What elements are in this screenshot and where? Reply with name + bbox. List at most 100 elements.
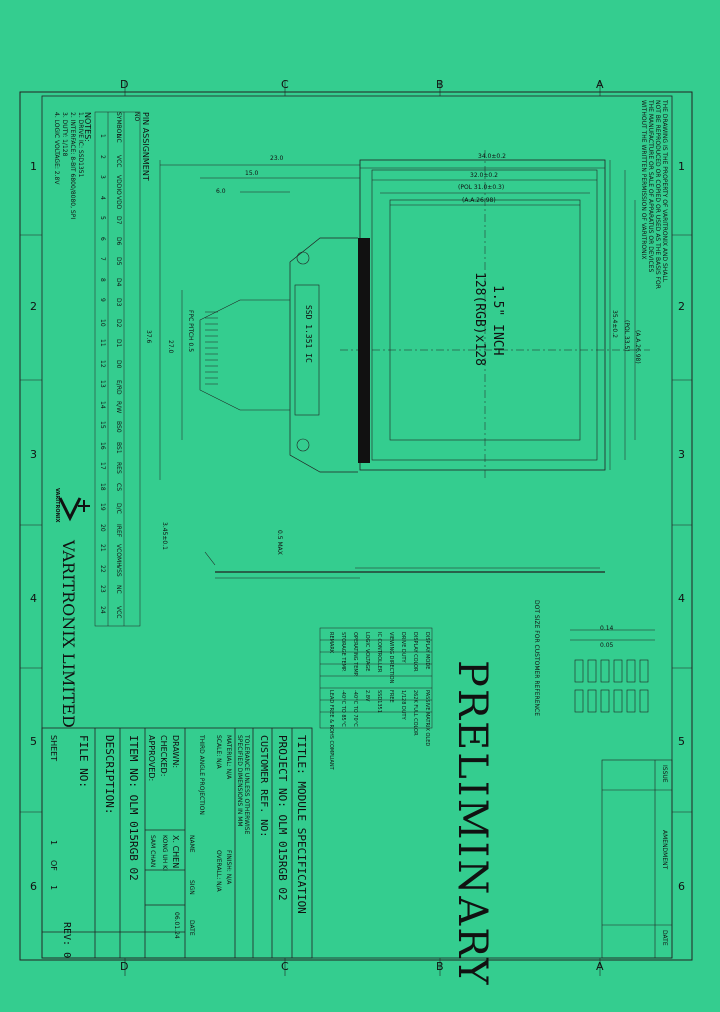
border-letter-bottom-b: B	[436, 960, 444, 973]
pin-number: 12	[99, 359, 106, 368]
title-block-sheet-total: 1	[49, 885, 58, 891]
notes-line-1: 1. DRIVE IC: SSD1351	[77, 112, 84, 178]
pin-number: 5	[99, 216, 106, 220]
border-number-right-1: 1	[678, 160, 685, 173]
title-block-checked-label: CHECKED:	[159, 735, 168, 777]
spec-value: LEAD FREE & ROHS COMPLIANT	[328, 690, 334, 770]
spec-value: -40°C TO 85°C	[340, 690, 346, 727]
company-name: VARITRONIX LIMITED	[59, 540, 78, 728]
revision-header-amendment: AMENDMENT	[661, 830, 668, 870]
pin-number: 16	[99, 441, 106, 450]
title-block-date-header: DATE	[188, 920, 195, 936]
pin-symbol: R/W	[115, 400, 122, 413]
spec-value: SSD1351	[376, 690, 382, 713]
border-number-right-5: 5	[678, 735, 685, 748]
title-block-sign-header: SIGN	[188, 880, 195, 895]
border-number-left-6: 6	[30, 880, 37, 893]
pin-symbol: NC	[115, 134, 122, 143]
title-block-drawn-by: X. CHEN	[171, 835, 180, 869]
spec-label: DISPLAY COLOR	[412, 632, 418, 672]
spec-value: 1/128 DUTY	[400, 690, 406, 720]
pin-symbol: E/RD	[115, 380, 122, 395]
pin-symbol: D6	[115, 236, 122, 245]
connector-strip	[358, 238, 370, 463]
pin-symbol: D7	[115, 216, 122, 225]
border-letter-bottom-a: A	[596, 960, 604, 973]
spec-label: STORAGE TEMP.	[340, 632, 346, 672]
pin-symbol: VDDIO	[115, 175, 122, 195]
pin-number: 7	[99, 257, 106, 261]
title-block-title: TITLE: MODULE SPECIFICATION	[295, 735, 308, 914]
dim-23: 23.0	[270, 155, 284, 162]
pin-symbol: IREF	[115, 523, 122, 537]
title-block-scale: SCALE: N/A	[215, 735, 222, 769]
pin-table-title: PIN ASSIGNMENT	[141, 112, 150, 181]
pin-symbol: BS1	[115, 441, 122, 454]
dim-aa-height: (A.A.26.98)	[634, 330, 641, 364]
company-brand: VARITRONIX	[54, 488, 60, 523]
spec-label: OPERATING TEMP.	[352, 632, 358, 677]
title-block-material: MATERIAL: N/A	[225, 735, 232, 780]
notes-line-2: 2. INTERFACE: 8-BIT 6800/8080, SPI	[69, 112, 76, 220]
spec-value: 2.8V	[364, 690, 370, 702]
pin-number: 8	[99, 277, 106, 282]
pin-number: 18	[99, 482, 106, 491]
pin-symbol: VCC	[115, 154, 122, 167]
dim-glass-width: 34.0±0.2	[478, 153, 506, 160]
spec-label: VIEWING DIRECTION	[388, 632, 394, 684]
pin-symbol: D4	[115, 277, 122, 286]
ic-label: SSD 1.351 IC	[304, 305, 313, 363]
dim-aa-width: (A.A.26.98)	[462, 197, 496, 204]
pin-symbol: VCOMH	[115, 544, 122, 567]
outer-frame	[19, 91, 693, 961]
pin-number: 10	[99, 318, 106, 327]
pin-number: 11	[99, 339, 106, 347]
spec-value: 262K FULL COLOR	[412, 690, 418, 736]
pin-symbol: VDD	[115, 195, 122, 209]
spec-value: FREE	[388, 690, 394, 703]
dot-size-detail	[570, 629, 655, 713]
pin-symbol: CS	[115, 482, 122, 491]
border-letter-bottom-d: D	[120, 960, 129, 973]
pin-number: 14	[99, 400, 106, 409]
pin-number: 21	[99, 544, 106, 552]
notes-line-4: 4. LOGIC VOLTAGE: 2.8V	[53, 112, 60, 185]
dim-6: 6.0	[216, 188, 226, 195]
title-block-third-angle: THIRD ANGLE PROJECTION	[198, 735, 205, 815]
pin-number: 15	[99, 421, 106, 429]
dot-size-note: DOT SIZE FOR CUSTOMER REFERENCE	[533, 600, 540, 717]
pin-symbol: D3	[115, 298, 122, 307]
title-block-approved-by: SAM CHAN	[149, 835, 156, 868]
pin-number: 17	[99, 462, 106, 470]
fpc-hole-top	[296, 251, 310, 265]
preliminary-stamp: PRELIMINARY	[449, 660, 495, 987]
pin-number: 13	[99, 380, 106, 388]
dim-pol-width: 32.0±0.2	[470, 172, 498, 179]
inner-frame	[41, 95, 673, 959]
title-block-item-no: ITEM NO: OLM 015RGB 02	[127, 735, 140, 881]
display-size-label: 1.5" INCH	[490, 285, 505, 356]
pin-table-header-no: NO	[133, 112, 140, 122]
copyright-note: THE DRAWING IS THE PROPERTY OF VARITRONI…	[640, 100, 668, 289]
revision-header-issue: ISSUE	[661, 765, 668, 783]
display-resolution-label: 128(RGB)x128	[472, 272, 487, 366]
border-number-left-3: 3	[30, 448, 37, 461]
title-block-description: DESCRIPTION:	[103, 735, 116, 815]
title-block-name-header: NAME	[188, 835, 195, 853]
border-number-right-4: 4	[678, 592, 685, 605]
pin-number: 24	[99, 605, 106, 614]
border-number-left-5: 5	[30, 735, 37, 748]
dim-pol-width-2: (POL 31.0±0.3)	[458, 184, 505, 191]
pin-symbol: D0	[115, 359, 122, 368]
border-letter-top-c: C	[281, 78, 289, 91]
title-block-customer-ref: CUSTOMER REF. NO:	[258, 735, 269, 838]
pin-symbol: RES	[115, 462, 122, 474]
fpc-tail	[199, 299, 290, 411]
spec-value: -40°C TO 70°C	[352, 690, 358, 727]
dim-max-thickness: 0.5 MAX	[276, 530, 283, 555]
border-letter-top-a: A	[596, 78, 604, 91]
notes-line-3: 3. DUTY: 1/128	[61, 112, 68, 157]
title-block-grid	[41, 727, 313, 959]
spec-label: DISPLAY MODE	[424, 632, 430, 670]
